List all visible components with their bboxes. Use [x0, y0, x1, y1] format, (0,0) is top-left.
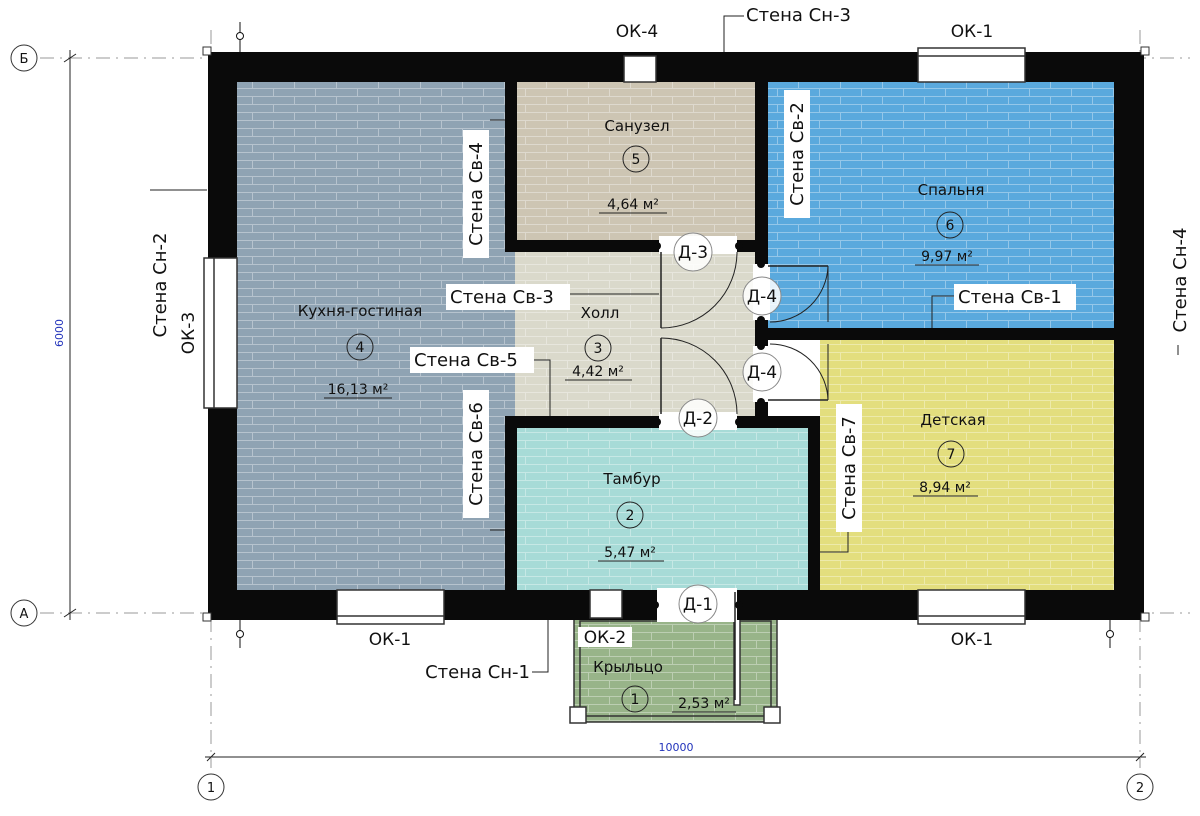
window-ok4	[623, 55, 657, 83]
door-mark-d1: Д-1	[678, 584, 718, 624]
window-label-ok1-top: ОК-1	[951, 22, 993, 42]
room-label-kids: Детская 7 8,94 м²	[913, 411, 986, 497]
svg-text:Кухня-гостиная: Кухня-гостиная	[298, 302, 422, 320]
room-label-porch: Крыльцо 1 2,53 м²	[593, 658, 736, 713]
wall-label-sn4: Стена Сн-4	[1170, 228, 1191, 333]
svg-text:Тамбур: Тамбур	[602, 470, 660, 488]
dimension-height: 6000	[53, 319, 66, 347]
room-label-kitchen: Кухня-гостиная 4 16,13 м²	[298, 302, 422, 399]
dimension-lines	[63, 50, 1146, 762]
wall-label-sv7: Стена Св-7	[839, 416, 860, 520]
svg-text:Д-4: Д-4	[747, 363, 777, 383]
wall-labels: Стена Сн-3 Стена Сн-2 Стена Сн-4 Стена С…	[150, 5, 1191, 683]
windows	[203, 47, 1026, 625]
room-label-bedroom: Спальня 6 9,97 м²	[915, 181, 985, 266]
svg-text:Санузел: Санузел	[604, 117, 669, 135]
svg-text:Крыльцо: Крыльцо	[593, 658, 663, 676]
svg-text:2: 2	[1136, 781, 1144, 796]
dimension-width: 10000	[659, 741, 694, 754]
axis-marker-1: 1	[197, 773, 225, 801]
window-ok3	[203, 257, 238, 409]
window-ok2	[589, 589, 623, 619]
svg-text:Холл: Холл	[581, 304, 620, 322]
wall-label-sn3: Стена Сн-3	[746, 5, 851, 26]
room-labels: Кухня-гостиная 4 16,13 м² Санузел 5 4,64…	[298, 117, 986, 713]
corner-markers	[202, 46, 1150, 622]
window-label-ok1-bottom-left: ОК-1	[369, 630, 411, 650]
door-marks: Д-1 Д-2 Д-3 Д-4 Д-4	[673, 232, 782, 624]
svg-text:8,94 м²: 8,94 м²	[919, 480, 971, 496]
door-mark-d2: Д-2	[678, 398, 718, 438]
svg-text:Д-3: Д-3	[678, 243, 708, 263]
svg-text:1: 1	[207, 781, 215, 796]
svg-text:1: 1	[631, 692, 640, 708]
wall-label-sv6: Стена Св-6	[466, 402, 487, 506]
svg-text:Детская: Детская	[920, 411, 985, 429]
wall-label-sv3: Стена Св-3	[450, 287, 554, 308]
window-ok1-bottom-left	[336, 589, 445, 625]
window-label-ok1-bottom-right: ОК-1	[951, 630, 993, 650]
wall-label-sn2: Стена Сн-2	[150, 233, 171, 338]
svg-text:4,42 м²: 4,42 м²	[572, 364, 624, 380]
svg-text:Д-4: Д-4	[747, 287, 777, 307]
door-mark-d4-upper: Д-4	[742, 276, 782, 316]
svg-text:А: А	[20, 607, 29, 622]
room-label-hall: Холл 3 4,42 м²	[565, 304, 632, 381]
svg-text:6: 6	[946, 218, 955, 234]
axis-marker-a: А	[10, 599, 38, 627]
svg-text:5,47 м²: 5,47 м²	[604, 545, 656, 561]
wall-label-sv5: Стена Св-5	[414, 350, 518, 371]
wall-label-sv2: Стена Св-2	[787, 102, 808, 206]
svg-text:7: 7	[947, 447, 956, 463]
wall-label-sv1: Стена Св-1	[958, 287, 1062, 308]
wall-label-sn1: Стена Сн-1	[425, 662, 530, 683]
window-ok1-bottom-right	[917, 589, 1026, 625]
door-mark-d3: Д-3	[673, 232, 713, 272]
svg-text:2: 2	[626, 508, 635, 524]
room-label-bathroom: Санузел 5 4,64 м²	[599, 117, 670, 214]
svg-text:16,13 м²: 16,13 м²	[328, 382, 389, 398]
door-mark-d4-lower: Д-4	[742, 352, 782, 392]
svg-text:Д-2: Д-2	[683, 409, 713, 429]
window-label-ok3: ОК-3	[179, 312, 199, 354]
wall-label-sv4: Стена Св-4	[466, 142, 487, 246]
svg-text:Б: Б	[20, 52, 29, 67]
svg-text:5: 5	[632, 152, 641, 168]
window-ok1-top	[917, 47, 1026, 83]
window-labels: ОК-4 ОК-1 ОК-1 ОК-1 ОК-2 ОК-3	[179, 22, 993, 650]
axis-markers: Б А 1 2	[10, 44, 1154, 801]
axis-marker-2: 2	[1126, 773, 1154, 801]
svg-text:Д-1: Д-1	[683, 595, 713, 615]
room-label-tambur: Тамбур 2 5,47 м²	[598, 470, 664, 562]
svg-text:2,53 м²: 2,53 м²	[678, 696, 730, 712]
window-label-ok2: ОК-2	[584, 628, 626, 648]
svg-text:3: 3	[594, 341, 603, 357]
window-label-ok4: ОК-4	[616, 22, 658, 42]
svg-text:9,97 м²: 9,97 м²	[921, 249, 973, 265]
svg-text:4: 4	[356, 340, 365, 356]
axis-marker-b: Б	[10, 44, 38, 72]
svg-text:4,64 м²: 4,64 м²	[607, 197, 659, 213]
svg-text:Спальня: Спальня	[918, 181, 985, 199]
wall-pins	[236, 22, 1114, 648]
